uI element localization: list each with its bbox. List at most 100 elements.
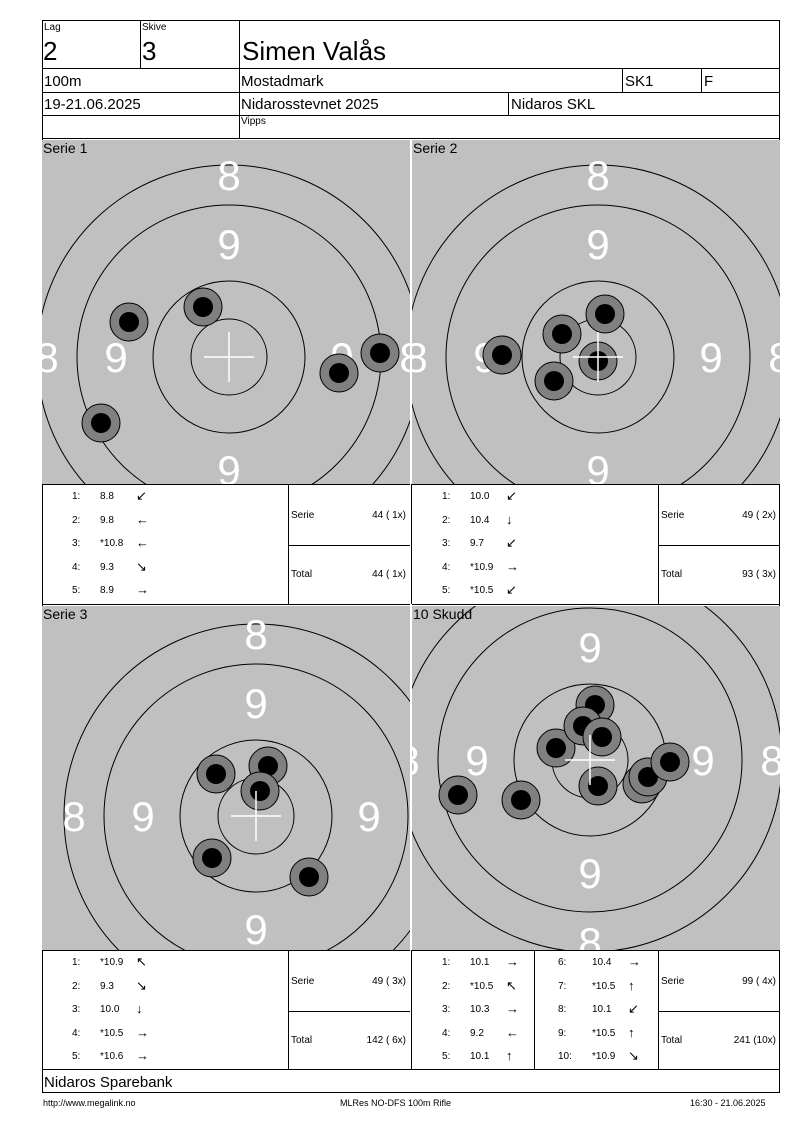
ring-number-8: 8 [412, 334, 428, 381]
shot-direction-icon: ↑ [628, 1024, 635, 1040]
serie-label: Serie [661, 976, 685, 987]
ring-number-9: 9 [465, 737, 488, 784]
shot-row: 4:*10.5→ [42, 1025, 162, 1041]
shot-number: 5: [72, 585, 81, 596]
shot-score: 9.8 [100, 514, 114, 526]
target-ring [179, 739, 333, 893]
footer-timestamp: 16:30 - 21.06.2025 [690, 1098, 766, 1108]
shot-number: 4: [442, 1027, 451, 1039]
ring-number-9: 9 [691, 737, 714, 784]
shot-direction-icon: → [506, 1001, 519, 1016]
divider [412, 484, 780, 485]
shot-row: 8:10.1↙ [536, 1002, 656, 1017]
shot-row: 2:10.4↓ [412, 512, 532, 528]
shot-score: 10.1 [470, 957, 490, 968]
target-ring [63, 623, 410, 950]
divider [42, 484, 410, 485]
class: SK1 [625, 73, 654, 90]
ring-number-9: 9 [131, 793, 154, 840]
shot-score: *10.5 [592, 980, 616, 992]
total-label: Total [291, 569, 313, 580]
shot-score: *10.9 [100, 957, 124, 968]
scorecard-frame [42, 20, 780, 1093]
divider [288, 484, 289, 604]
shot-row: 5:10.1↑ [412, 1049, 532, 1064]
shot-number: 3: [72, 1004, 81, 1015]
divider [658, 950, 659, 1069]
ring-number-8: 8 [399, 334, 410, 381]
center-crosshair [204, 332, 254, 382]
target-title: Serie 3 [43, 606, 88, 622]
target-face: 99998888Serie 1 [42, 140, 410, 484]
divider [411, 484, 412, 604]
shooter-name: Simen Valås [242, 36, 387, 66]
target-ring [412, 164, 780, 484]
total-label: Total [661, 569, 683, 580]
ring-number-9: 9 [578, 624, 601, 671]
shot-row: 1:10.1→ [412, 954, 532, 970]
ring-number-9: 9 [217, 447, 240, 484]
ring-number-8: 8 [768, 334, 780, 381]
serie-value: 49 ( 2x) [742, 510, 776, 521]
divider [42, 950, 410, 951]
shot-row: 2:9.8← [42, 512, 162, 528]
shot-direction-icon: ↘ [628, 1048, 639, 1063]
shot-score: 10.1 [592, 1004, 612, 1015]
shot-hole [650, 742, 690, 782]
grade: F [704, 73, 714, 90]
shot-number: 3: [442, 1004, 451, 1015]
shot-score: 10.1 [470, 1051, 490, 1062]
lag-value: 2 [43, 36, 58, 66]
shot-row: 1:8.8↙ [42, 489, 162, 504]
shot-row: 5:*10.6→ [42, 1049, 162, 1064]
shot-hole [196, 754, 236, 794]
shot-hole [183, 287, 223, 327]
total-label: Total [661, 1035, 683, 1046]
ring-number-9: 9 [104, 334, 127, 381]
divider [288, 1011, 410, 1012]
shot-row: 5:8.9→ [42, 583, 162, 598]
footer-url[interactable]: http://www.megalink.no [43, 1098, 136, 1108]
ring-number-8: 8 [42, 334, 59, 381]
shot-score: *10.9 [470, 561, 494, 573]
shot-number: 7: [558, 980, 567, 992]
extra-info: Vipps [241, 116, 266, 127]
shot-direction-icon: → [506, 954, 519, 969]
ring-number-8: 8 [760, 737, 780, 784]
target-ring [152, 280, 306, 434]
target-face: 99998888Serie 2 [412, 140, 780, 484]
total-value: 241 (10x) [733, 1035, 776, 1046]
shot-direction-icon: ← [506, 1024, 519, 1040]
shot-row: 6:10.4→ [536, 955, 656, 970]
shot-hole [289, 857, 329, 897]
divider [658, 1011, 780, 1012]
ring-number-8: 8 [217, 152, 240, 199]
shot-number: 1: [442, 491, 451, 502]
footer-system: MLRes NO-DFS 100m Rifle [340, 1098, 452, 1108]
divider [239, 20, 240, 138]
shot-direction-icon: → [506, 558, 519, 574]
shot-hole [81, 403, 121, 443]
shot-score: 10.4 [470, 514, 490, 526]
shot-row: 4: *10.9 → [412, 558, 532, 575]
shot-number: 4: [442, 561, 451, 573]
shot-number: 2: [72, 514, 81, 526]
divider [412, 950, 780, 951]
ring-number-9: 9 [217, 221, 240, 268]
shot-row: 5:*10.5↙ [412, 583, 532, 598]
target-title: Serie 1 [43, 140, 88, 156]
skive-value: 3 [142, 36, 157, 66]
shot-score: *10.5 [470, 980, 494, 992]
shot-score: 10.0 [470, 491, 490, 502]
divider [42, 68, 780, 69]
organizer: Nidaros SKL [511, 96, 596, 113]
target-ring [42, 164, 410, 484]
shot-score: 10.3 [470, 1004, 490, 1015]
event-name: Nidarosstevnet 2025 [241, 96, 379, 113]
shot-row: 1:10.0↙ [412, 489, 532, 504]
date: 19-21.06.2025 [44, 96, 141, 113]
target-ring [103, 663, 409, 950]
shot-direction-icon: ↑ [628, 977, 635, 993]
center-crosshair [573, 332, 623, 382]
shot-score: 9.7 [470, 538, 484, 549]
